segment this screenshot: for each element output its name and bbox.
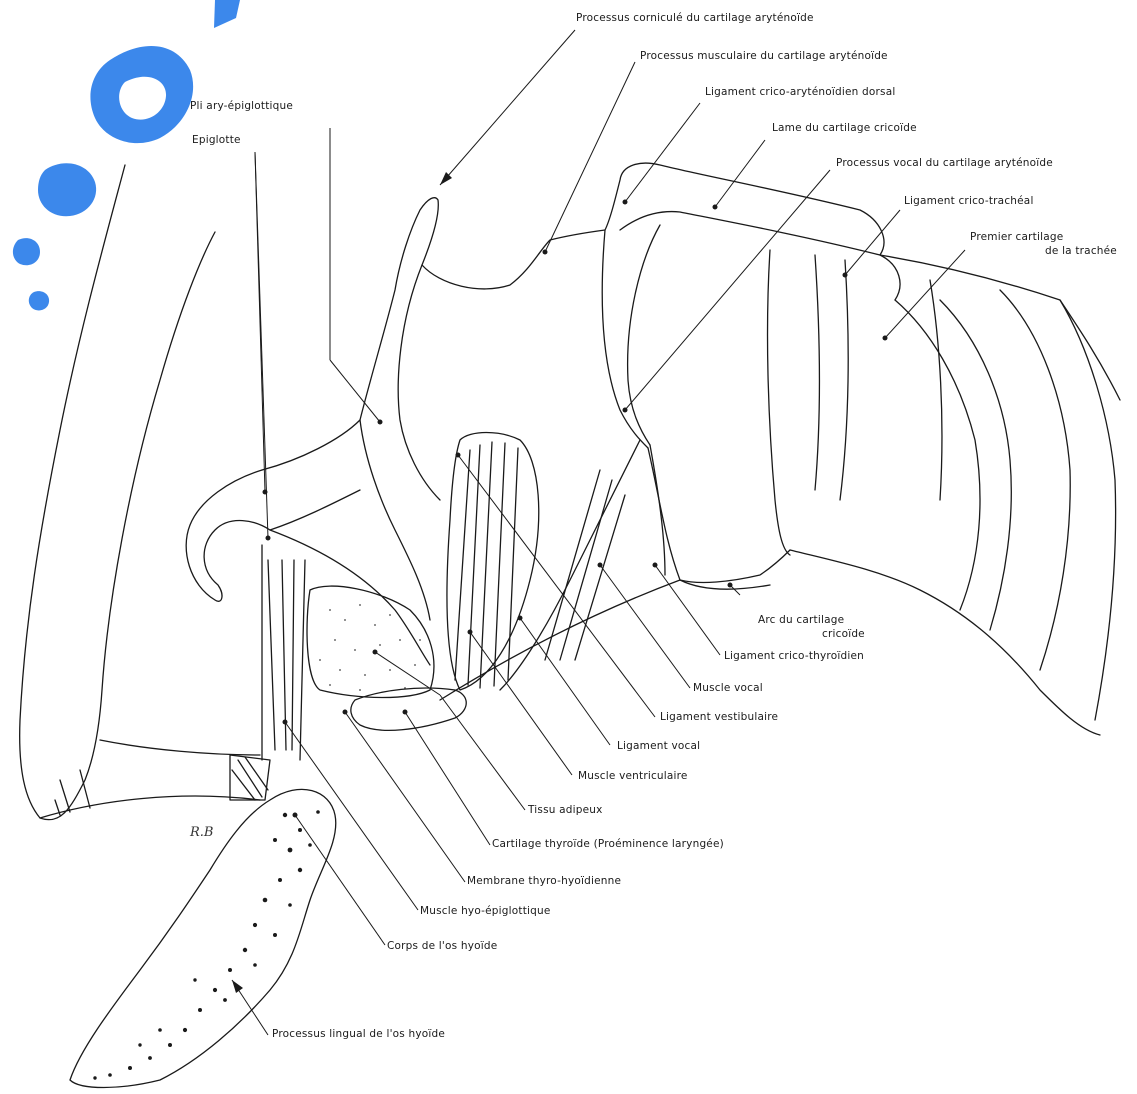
label-epiglotte: Epiglotte: [192, 134, 241, 147]
pharynx-wall-outline: [20, 165, 215, 820]
label-membrane-thyro-hyoidienne: Membrane thyro-hyoïdienne: [467, 875, 621, 888]
label-ligament-crico-tracheal: Ligament crico-trachéal: [904, 195, 1034, 208]
label-processus-lingual: Processus lingual de l'os hyoïde: [272, 1028, 445, 1041]
label-arc-cartilage-2: cricoïde: [822, 628, 865, 641]
adipose-stipple: [319, 604, 421, 691]
artist-signature: R.B: [190, 825, 213, 840]
label-ligament-crico-thyroidien: Ligament crico-thyroïdien: [724, 650, 864, 663]
label-tissu-adipeux: Tissu adipeux: [528, 804, 603, 817]
label-ligament-vocal: Ligament vocal: [617, 740, 700, 753]
label-lame-cartilage-cricoide: Lame du cartilage cricoïde: [772, 122, 917, 135]
label-pli-ary-epiglottique: Pli ary-épiglottique: [190, 100, 293, 113]
arytenoid-outline: [360, 163, 884, 420]
label-arc-cartilage-1: Arc du cartilage: [758, 614, 844, 627]
cricoid-outline: [620, 212, 900, 300]
label-cartilage-thyroide: Cartilage thyroïde (Proéminence laryngée…: [492, 838, 724, 851]
label-processus-vocal: Processus vocal du cartilage aryténoïde: [836, 157, 1053, 170]
epiglottis-outline: [186, 470, 430, 665]
label-muscle-hyo-epiglottique: Muscle hyo-épiglottique: [420, 905, 551, 918]
label-premier-cartilage-1: Premier cartilage: [970, 231, 1063, 244]
label-ligament-vestibulaire: Ligament vestibulaire: [660, 711, 778, 724]
label-corps-os-hyoide: Corps de l'os hyoïde: [387, 940, 497, 953]
label-premier-cartilage-2: de la trachée: [1045, 245, 1117, 258]
label-processus-cornicule: Processus corniculé du cartilage aryténo…: [576, 12, 814, 25]
label-muscle-vocal: Muscle vocal: [693, 682, 763, 695]
label-muscle-ventriculaire: Muscle ventriculaire: [578, 770, 688, 783]
label-processus-musculaire: Processus musculaire du cartilage arytén…: [640, 50, 888, 63]
label-ligament-crico-arytenoidien-dorsal: Ligament crico-aryténoïdien dorsal: [705, 86, 895, 99]
watermark-logo: [13, 0, 240, 310]
